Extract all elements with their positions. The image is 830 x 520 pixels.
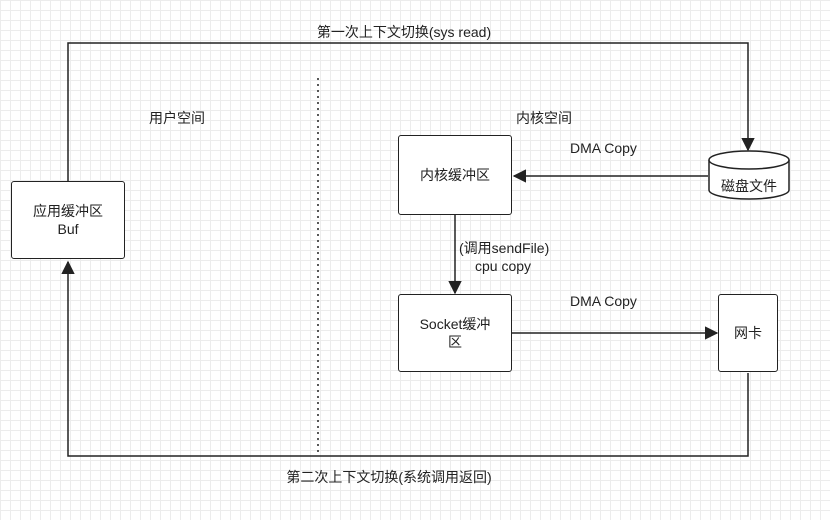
- nic-label: 网卡: [734, 325, 762, 341]
- app-buffer-subtitle: Buf: [57, 221, 79, 237]
- kernel-buffer-node: 内核缓冲区: [398, 135, 512, 215]
- kernel-buffer-label: 内核缓冲区: [420, 167, 490, 183]
- first-context-switch-label: 第一次上下文切换(sys read): [316, 24, 492, 40]
- cpu-copy-label: cpu copy: [475, 258, 532, 274]
- socket-buffer-node: Socket缓冲 区: [398, 294, 512, 372]
- dma-copy-label-bottom: DMA Copy: [570, 293, 637, 309]
- kernel-space-label: 内核空间: [516, 110, 572, 126]
- disk-label: 磁盘文件: [721, 178, 777, 194]
- dma-copy-label-top: DMA Copy: [570, 140, 637, 156]
- first-context-switch-arrow: [67, 42, 755, 181]
- app-buffer-title: 应用缓冲区: [33, 203, 103, 219]
- sendfile-label: (调用sendFile): [459, 240, 550, 256]
- socket-buffer-subtitle: 区: [448, 334, 462, 350]
- second-context-switch-arrow: [61, 260, 749, 457]
- nic-node: 网卡: [718, 294, 778, 372]
- socket-buffer-title: Socket缓冲: [419, 316, 491, 332]
- app-buffer-node: 应用缓冲区 Buf: [11, 181, 125, 259]
- second-context-switch-label: 第二次上下文切换(系统调用返回): [286, 469, 492, 485]
- disk-icon: [708, 150, 790, 200]
- user-space-label: 用户空间: [149, 110, 205, 126]
